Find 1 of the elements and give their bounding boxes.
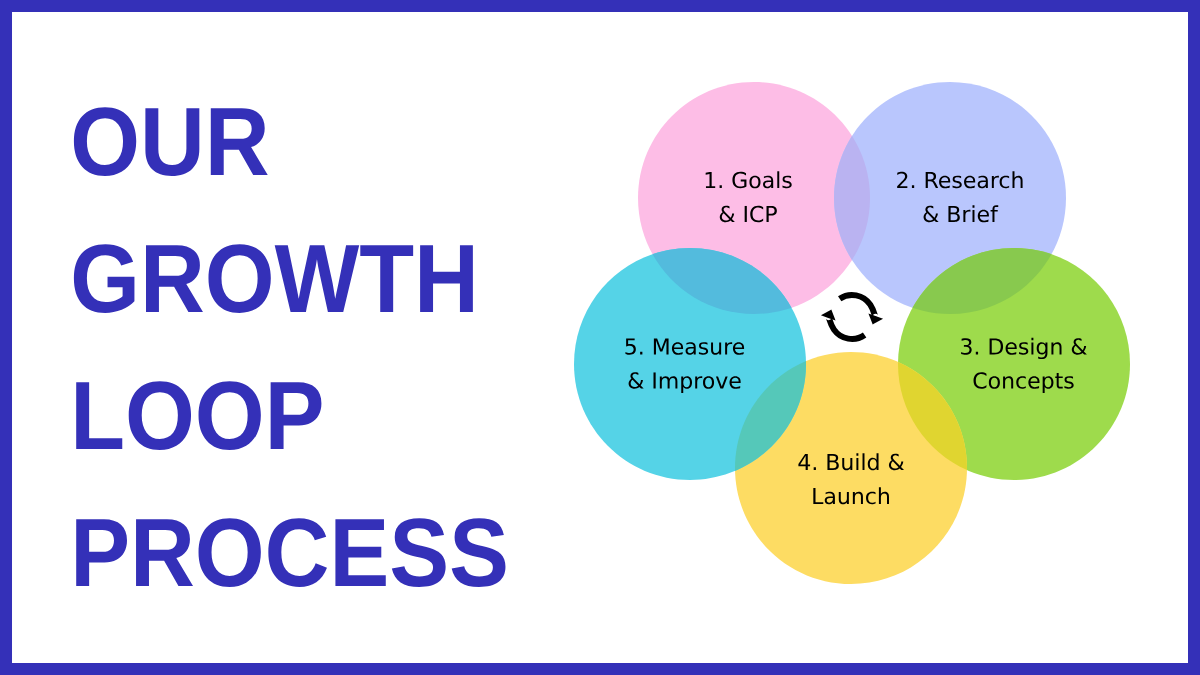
title: OUR GROWTH LOOP PROCESS [73,107,506,587]
